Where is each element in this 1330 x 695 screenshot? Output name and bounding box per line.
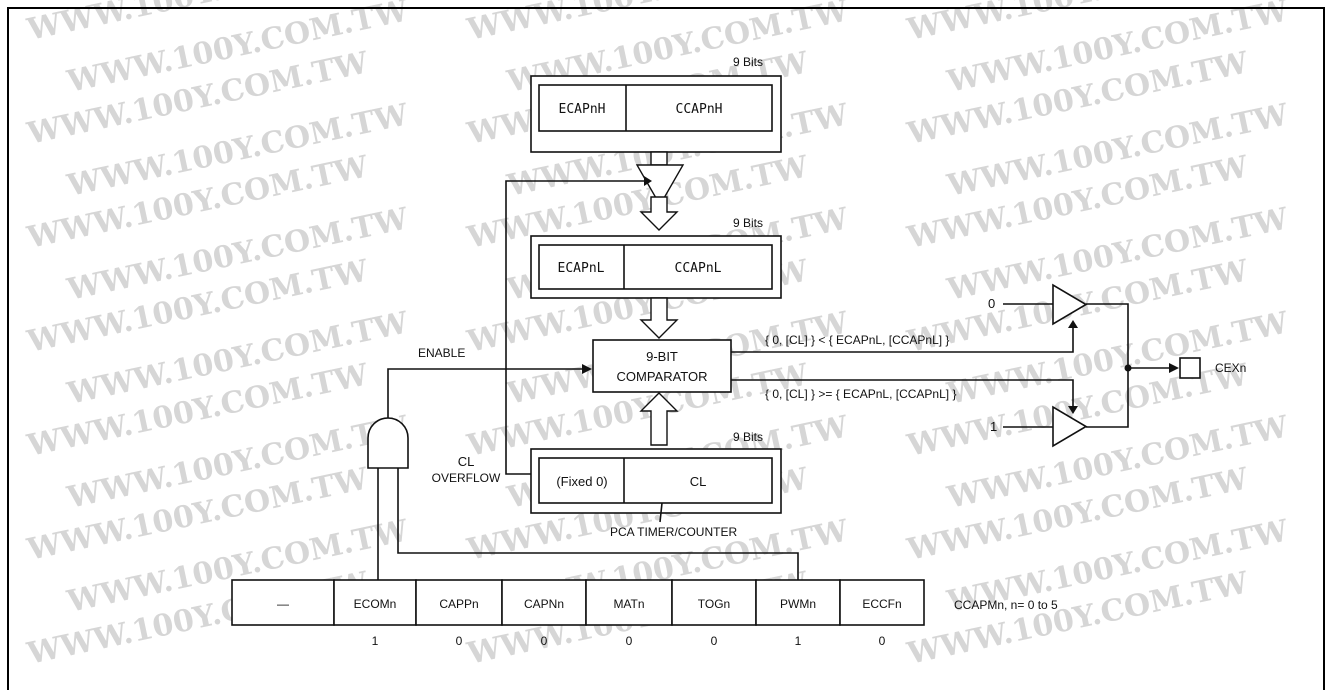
mode-bit-name: ECOMn: [354, 597, 397, 611]
mode-bit-cell: [415, 579, 503, 626]
less-than-label: { 0, [CL] } < { ECAPnL, [CCAPnL] }: [765, 333, 949, 347]
cexn-label: CEXn: [1215, 361, 1246, 375]
mode-bit-cell: [755, 579, 841, 626]
cl-field: CL: [690, 474, 707, 489]
enable-label: ENABLE: [418, 346, 465, 360]
overflow-label: OVERFLOW: [432, 471, 501, 485]
ecapnl-field: ECAPnL: [558, 261, 605, 276]
mode-bit-value: 0: [879, 634, 886, 648]
ccapmn-label: CCAPMn, n= 0 to 5: [954, 598, 1058, 612]
low-register: [538, 244, 773, 290]
less-than-line: [731, 324, 1074, 353]
compare-arrow-bottom: [639, 392, 679, 446]
ecapnh-field: ECAPnH: [559, 102, 606, 117]
mode-bit-name: CAPNn: [524, 597, 564, 611]
timer-bits-label: 9 Bits: [733, 430, 763, 444]
greater-equal-line: [731, 379, 1074, 410]
mode-bit-name: CAPPn: [439, 597, 478, 611]
low-register-bits-label: 9 Bits: [733, 216, 763, 230]
mode-bit-name: MATn: [613, 597, 644, 611]
reload-buffer: [635, 164, 685, 207]
mode-bit-name: ECCFn: [862, 597, 901, 611]
zero-input-label: 0: [988, 296, 995, 311]
ccapmn-register: — ECOMn 1 CAPPn 0 CAPNn 0 MATn 0 TOGn 0 PWMn 1 ECCFn 0: [231, 579, 925, 648]
mode-bit-name: —: [277, 597, 289, 611]
diagram-frame: [7, 7, 1325, 695]
mode-bit-value: 0: [541, 634, 548, 648]
mode-bit-name: PWMn: [780, 597, 816, 611]
high-register: [538, 84, 773, 132]
greater-equal-label: { 0, [CL] } >= { ECAPnL, [CCAPnL] }: [765, 387, 956, 401]
fixed-zero-field: (Fixed 0): [556, 474, 607, 489]
reload-arrow: [639, 196, 679, 231]
reload-bus: [650, 151, 668, 166]
cl-label: CL: [458, 454, 475, 469]
mode-bit-value: 0: [626, 634, 633, 648]
mode-bit-cell: [671, 579, 757, 626]
mode-bit-value: 0: [711, 634, 718, 648]
mode-bit-cell: [333, 579, 417, 626]
high-register-bits-label: 9 Bits: [733, 55, 763, 69]
timer-caption: PCA TIMER/COUNTER: [610, 525, 737, 539]
overflow-line: [505, 180, 644, 475]
comparator-line2: COMPARATOR: [616, 369, 707, 384]
mode-bit-name: TOGn: [698, 597, 730, 611]
timer-register: [538, 457, 773, 504]
one-input-label: 1: [990, 419, 997, 434]
comparator-line1: 9-BIT: [646, 349, 678, 364]
enable-line: [387, 368, 582, 418]
and-gate: [367, 417, 409, 469]
ccapnh-field: CCAPnH: [676, 102, 723, 117]
cexn-pin: [1179, 357, 1201, 379]
mode-bit-cell: [839, 579, 925, 626]
mode-bit-value: 1: [795, 634, 802, 648]
comparator: [592, 339, 732, 393]
mode-bit-cell: [231, 579, 335, 626]
mode-bit-cell: [501, 579, 587, 626]
ccapnl-field: CCAPnL: [675, 261, 722, 276]
compare-arrow-top: [639, 297, 679, 339]
mode-bit-value: 0: [456, 634, 463, 648]
mode-bit-value: 1: [372, 634, 379, 648]
